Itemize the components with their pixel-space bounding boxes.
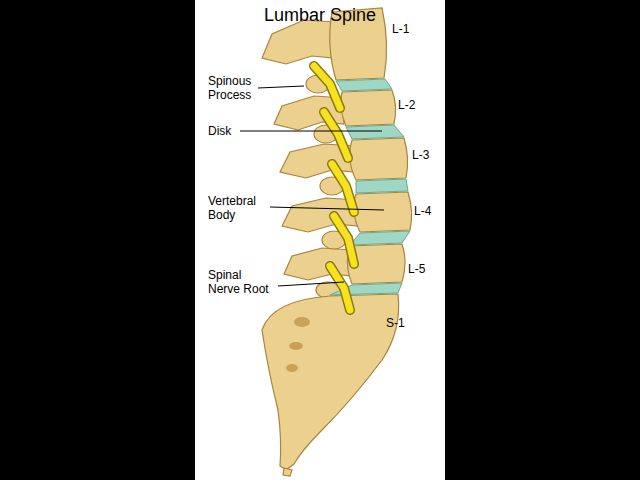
vertebra-label: L-3 xyxy=(412,148,442,162)
leader-line xyxy=(258,86,304,88)
leader-line xyxy=(278,282,344,286)
part-label: Spinous Process xyxy=(208,74,268,102)
part-label: Disk xyxy=(208,124,248,138)
leader-line xyxy=(270,207,384,210)
part-label: Vertebral Body xyxy=(208,194,268,222)
vertebra-label: L-1 xyxy=(392,22,432,36)
vertebra-label: L-4 xyxy=(414,204,442,218)
vertebra-label: L-5 xyxy=(408,262,442,276)
vertebra-label: L-2 xyxy=(398,98,438,112)
vertebra-label: S-1 xyxy=(386,316,426,330)
leader-line xyxy=(240,131,382,132)
part-label: Spinal Nerve Root xyxy=(208,268,272,296)
